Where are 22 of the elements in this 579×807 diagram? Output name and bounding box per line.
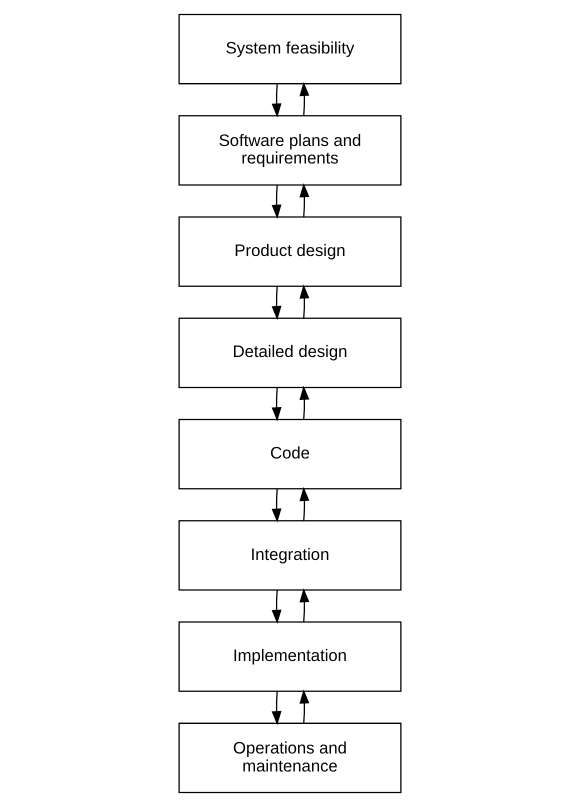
arrow	[271, 286, 281, 320]
node-box: Code	[178, 418, 402, 490]
arrow	[298, 183, 309, 217]
arrow	[271, 590, 281, 624]
arrow	[298, 689, 309, 724]
node-box: Operations and maintenance	[178, 722, 402, 794]
arrow	[298, 284, 309, 318]
node-box: Product design	[178, 216, 402, 287]
node-box: Integration	[178, 520, 402, 591]
arrow	[271, 185, 281, 219]
arrow	[271, 388, 281, 422]
arrow	[271, 691, 281, 726]
node-box: Detailed design	[178, 318, 402, 388]
node-box: Implementation	[178, 621, 402, 692]
node-box: System feasibility	[178, 14, 402, 84]
arrow	[298, 486, 309, 521]
arrow	[298, 386, 309, 420]
arrow	[298, 588, 309, 622]
arrow	[298, 82, 309, 116]
node-box: Software plans and requirements	[178, 115, 402, 186]
arrow	[271, 84, 281, 118]
arrow	[271, 488, 281, 523]
